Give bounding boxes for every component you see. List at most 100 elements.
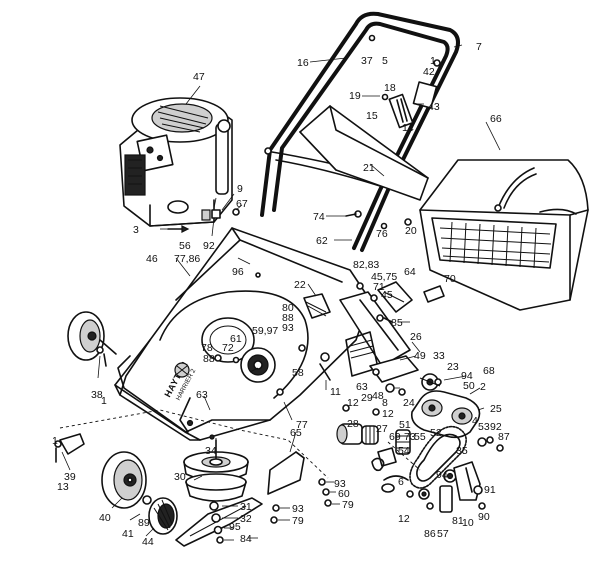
plate-64 <box>377 281 413 313</box>
label-50: 50 <box>463 380 475 392</box>
label-30: 30 <box>174 471 186 483</box>
label-4: 4 <box>472 415 478 427</box>
label-58: 58 <box>292 367 304 379</box>
label-65: 65 <box>290 427 302 439</box>
label-67: 67 <box>236 198 248 210</box>
label-82-83: 82,83 <box>353 259 379 271</box>
label-54: 54 <box>398 445 410 457</box>
roller-shaft-left <box>336 423 379 445</box>
label-12-b: 12 <box>382 408 394 420</box>
label-31: 31 <box>240 501 252 513</box>
roller-wheel <box>148 497 178 535</box>
label-25: 25 <box>490 403 502 415</box>
label-90: 90 <box>478 511 490 523</box>
label-51: 51 <box>399 419 411 431</box>
label-24: 24 <box>403 397 415 409</box>
end-cap-parts <box>406 436 504 513</box>
label-47: 47 <box>193 71 205 83</box>
blade-bolts <box>209 501 224 544</box>
label-16: 16 <box>297 57 309 69</box>
label-7: 7 <box>476 41 482 53</box>
label-73: 73 <box>404 431 416 443</box>
label-1-left: 1 <box>101 395 107 407</box>
label-95: 95 <box>229 521 241 533</box>
label-18: 18 <box>384 82 396 94</box>
label-56: 56 <box>179 240 191 252</box>
grass-box <box>419 159 589 311</box>
label-93-mid: 93 <box>334 478 346 490</box>
label-28: 28 <box>347 418 359 430</box>
label-2: 2 <box>480 381 486 393</box>
label-14: 14 <box>402 122 414 134</box>
label-33: 33 <box>433 350 445 362</box>
lever-assembly <box>368 34 441 129</box>
label-80: 80 <box>282 302 294 314</box>
label-52: 52 <box>430 427 442 439</box>
label-91: 91 <box>484 484 496 496</box>
label-88-mid: 88 <box>203 353 215 365</box>
label-35: 35 <box>456 445 468 457</box>
control-box <box>299 105 429 201</box>
label-11: 11 <box>330 386 341 398</box>
engine <box>119 97 233 227</box>
label-49: 49 <box>414 350 426 362</box>
label-8: 8 <box>382 397 388 409</box>
handle-assembly <box>260 11 460 252</box>
label-15: 15 <box>366 110 378 122</box>
front-wheel <box>101 451 147 509</box>
label-13: 13 <box>57 481 69 493</box>
label-74: 74 <box>313 211 325 223</box>
label-79-top: 79 <box>342 499 354 511</box>
label-12-c: 12 <box>398 513 410 525</box>
wheel-nut-89 <box>142 495 152 505</box>
label-63-left: 63 <box>196 389 208 401</box>
label-5: 5 <box>382 55 388 67</box>
label-92-right: 92 <box>490 421 502 433</box>
label-26: 26 <box>410 331 422 343</box>
label-77: 77 <box>296 419 308 431</box>
label-68: 68 <box>483 365 495 377</box>
label-85: 85 <box>391 317 403 329</box>
label-41: 41 <box>122 528 134 540</box>
label-88-top: 88 <box>282 312 294 324</box>
label-43: 43 <box>428 101 440 113</box>
label-69: 69 <box>389 431 401 443</box>
label-10: 10 <box>462 517 474 529</box>
deflector-bolts <box>270 478 332 524</box>
clip-70 <box>423 285 445 303</box>
label-19: 19 <box>349 90 361 102</box>
fan-pulley <box>214 347 276 383</box>
label-94-top: 94 <box>461 370 473 382</box>
dashed-guide <box>59 409 329 479</box>
sprocket-94 <box>443 469 457 483</box>
label-61: 61 <box>230 333 242 345</box>
label-81: 81 <box>452 515 464 527</box>
label-21: 21 <box>363 162 375 174</box>
label-22: 22 <box>294 279 306 291</box>
label-93-top: 93 <box>282 322 294 334</box>
label-44: 44 <box>142 536 154 548</box>
label-78: 78 <box>201 342 213 354</box>
rear-wheel <box>67 311 117 367</box>
label-79-bot: 79 <box>292 515 304 527</box>
label-60: 60 <box>338 488 350 500</box>
label-12-a: 12 <box>347 397 359 409</box>
label-46: 46 <box>146 253 158 265</box>
label-29: 29 <box>361 392 373 404</box>
label-76: 76 <box>376 228 388 240</box>
label-1-top: 1 <box>430 55 436 67</box>
label-57: 57 <box>437 528 449 540</box>
label-20: 20 <box>405 225 417 237</box>
label-45-75: 45,75 <box>371 271 397 283</box>
label-32: 32 <box>240 513 252 525</box>
label-45: 45 <box>381 289 393 301</box>
label-53: 53 <box>478 421 490 433</box>
label-66: 66 <box>490 113 502 125</box>
label-1-bracket: 1 <box>52 435 58 447</box>
label-34: 34 <box>205 445 217 457</box>
label-63-right: 63 <box>356 381 368 393</box>
label-94-bot: 94 <box>436 469 448 481</box>
label-89: 89 <box>138 517 150 529</box>
label-3: 3 <box>133 224 139 236</box>
